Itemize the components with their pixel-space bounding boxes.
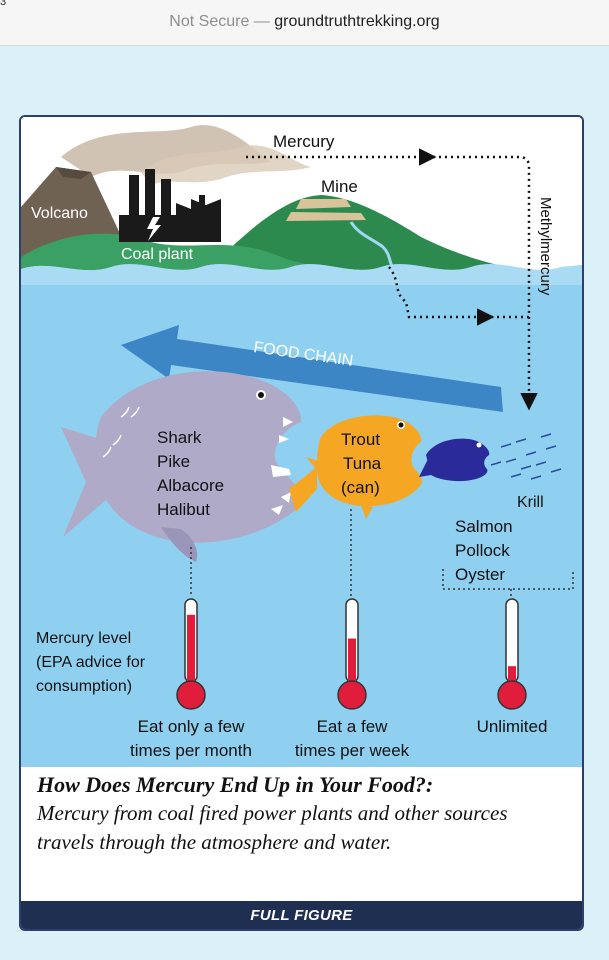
figure-caption: How Does Mercury End Up in Your Food?: M… <box>21 767 582 901</box>
large-fish-icon <box>61 371 304 562</box>
thermometer-mercury-fill <box>508 666 516 686</box>
mercury-figure-illustration: Mercury Mine Volcano Coal plant Methylme… <box>21 117 582 767</box>
medium-fish-list: Trout Tuna (can) <box>341 430 382 497</box>
medium-fish-line: (can) <box>341 478 380 497</box>
mine-runoff-path <box>387 266 495 326</box>
medium-fish-line: Tuna <box>343 454 382 473</box>
browser-address-bar[interactable]: 3 Not Secure — groundtruthtrekking.org <box>0 0 609 46</box>
thermometer-mercury-fill <box>187 614 195 686</box>
url-separator: — <box>253 13 270 30</box>
mercury-air-path-continue <box>433 155 538 411</box>
mercury-level-legend: Mercury level (EPA advice for consumptio… <box>36 630 146 695</box>
advice-line: Eat a few <box>317 717 389 736</box>
advice-line: Eat only a few <box>138 717 246 736</box>
thermometers <box>176 598 527 710</box>
krill-swarm-icon <box>490 433 562 480</box>
plant-smoke <box>141 145 311 185</box>
mercury-label: Mercury <box>273 132 335 151</box>
volcano-crater <box>56 167 91 179</box>
domain-label: groundtruthtrekking.org <box>274 13 440 30</box>
krill-label: Krill <box>517 494 544 511</box>
thermometer-mercury-fill <box>348 638 356 686</box>
advice-line: Unlimited <box>477 717 548 736</box>
green-hills <box>21 233 381 277</box>
coal-plant-icon <box>119 169 221 242</box>
url-display[interactable]: Not Secure — groundtruthtrekking.org <box>0 13 609 31</box>
small-fish-list: Salmon Pollock Oyster <box>455 517 513 584</box>
corner-mark: 3 <box>0 0 7 8</box>
small-fish-line: Pollock <box>455 541 510 560</box>
thermometer-bulb <box>176 680 206 710</box>
full-figure-button[interactable]: FULL FIGURE <box>21 901 582 929</box>
large-fish-line: Halibut <box>157 500 210 519</box>
methylmercury-label: Methylmercury <box>537 197 554 296</box>
advice-labels: Eat only a few times per month Eat a few… <box>130 717 547 760</box>
advice-line: times per month <box>130 741 252 760</box>
legend-line: Mercury level <box>36 630 131 647</box>
not-secure-label: Not Secure <box>169 13 250 30</box>
large-fish-line: Pike <box>157 452 190 471</box>
mine-label: Mine <box>321 177 358 196</box>
volcano-label: Volcano <box>31 205 88 222</box>
small-fish-line: Oyster <box>455 565 505 584</box>
medium-fish-line: Trout <box>341 430 380 449</box>
mine-terraces <box>286 199 366 221</box>
figure-card: Mercury Mine Volcano Coal plant Methylme… <box>19 115 584 931</box>
legend-line: consumption) <box>36 678 132 695</box>
large-fish-list: Shark Pike Albacore Halibut <box>157 428 224 519</box>
thermometer-bulb <box>497 680 527 710</box>
large-fish-line: Shark <box>157 428 202 447</box>
small-fish-line: Salmon <box>455 517 513 536</box>
legend-line: (EPA advice for <box>36 654 146 671</box>
large-fish-line: Albacore <box>157 476 224 495</box>
coal-plant-label: Coal plant <box>121 246 194 263</box>
caption-title: How Does Mercury End Up in Your Food?: <box>37 772 434 797</box>
small-fish-bracket <box>442 569 574 590</box>
caption-body: Mercury from coal fired power plants and… <box>37 801 508 854</box>
advice-line: times per week <box>295 741 410 760</box>
food-chain-arrow <box>121 325 503 412</box>
thermometer-bulb <box>337 680 367 710</box>
small-fish-icon <box>419 438 490 482</box>
water-surface-light <box>21 264 582 285</box>
medium-fish-icon <box>289 415 422 519</box>
